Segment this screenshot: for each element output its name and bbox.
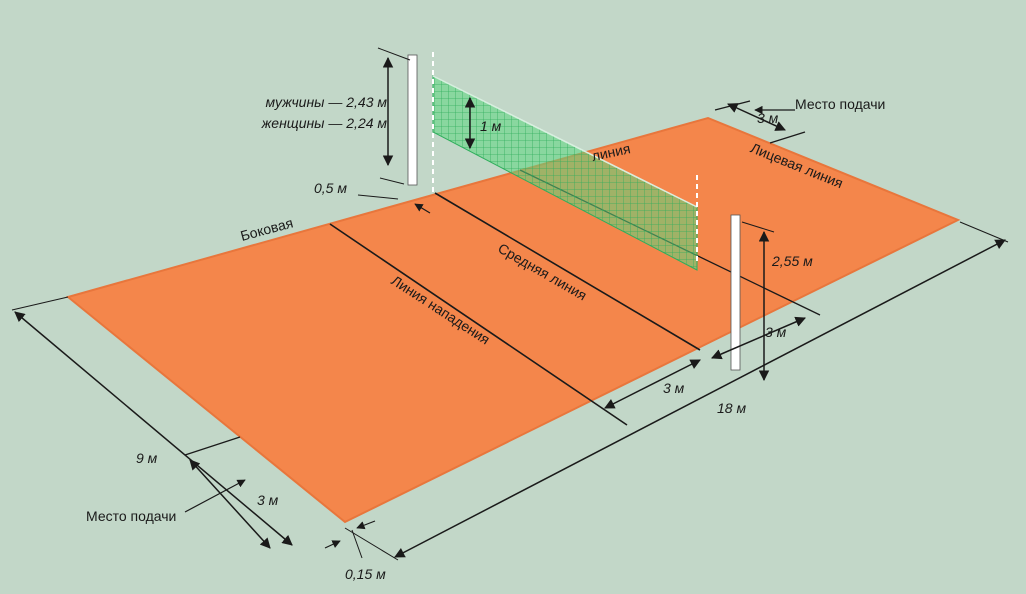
net-width-label: 1 м xyxy=(480,118,502,134)
serve-width-top-label: 3 м xyxy=(757,110,779,126)
post-offset-arrow xyxy=(414,203,431,214)
post-left xyxy=(407,54,418,186)
women-height-label: женщины — 2,24 м xyxy=(261,115,388,131)
post-offset-line xyxy=(357,194,399,200)
serve-width-bottom-label: 3 м xyxy=(257,492,279,508)
attack-zone-side-label: 3 м xyxy=(765,324,787,340)
serve-mark-top-2 xyxy=(769,131,806,144)
court-length-arrow xyxy=(394,239,1006,558)
serve-mark-bottom xyxy=(184,436,241,456)
serve-pointer-bottom xyxy=(184,479,246,513)
post-height-label: 2,55 м xyxy=(771,253,813,269)
serve-offset-label: 0,15 м xyxy=(345,566,386,582)
serve-offset-arrow-left xyxy=(324,540,341,549)
men-height-label: мужчины — 2,43 м xyxy=(266,94,388,110)
post-offset-label: 0,5 м xyxy=(314,180,347,196)
serve-width-bottom-arrow xyxy=(189,459,271,549)
side-line-part2-label: линия xyxy=(590,140,632,164)
serve-offset-arrow-right xyxy=(356,520,376,530)
serve-width-top-arrow xyxy=(727,103,786,131)
serve-area-bottom-label: Место подачи xyxy=(86,508,176,524)
attack-zone-length-label: 3 м xyxy=(663,380,685,396)
serve-area-top-label: Место подачи xyxy=(795,96,885,112)
net-top-band xyxy=(432,75,698,208)
court-width-label: 9 м xyxy=(136,450,158,466)
court-length-label: 18 м xyxy=(717,400,746,416)
